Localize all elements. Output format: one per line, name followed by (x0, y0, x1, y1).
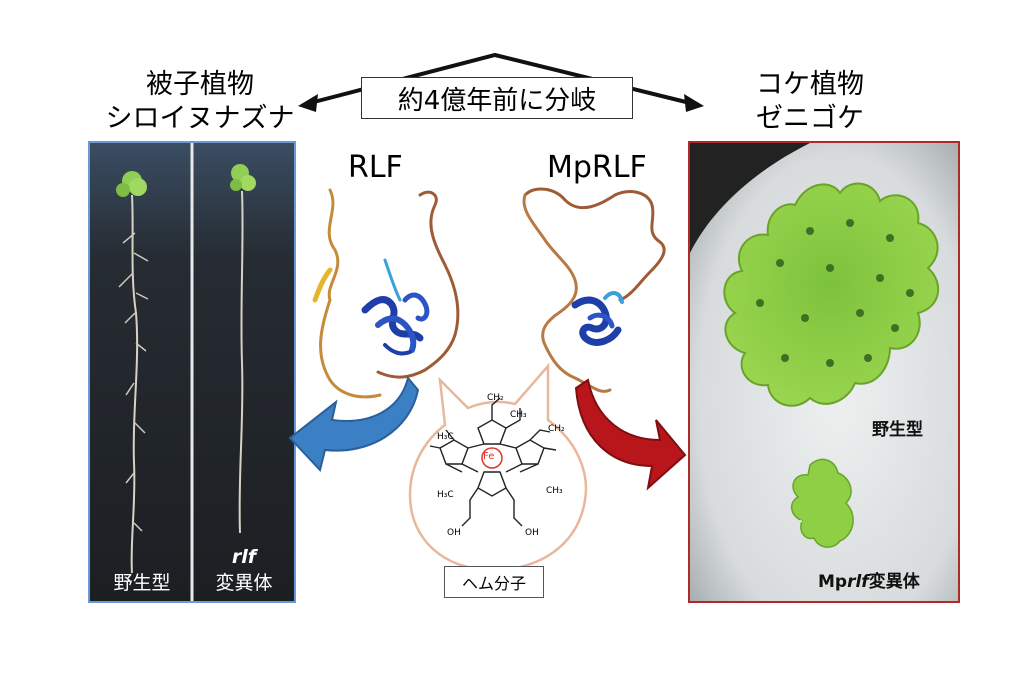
oh-label-2: OH (525, 528, 539, 538)
wildtype-seedling (116, 171, 149, 574)
porphyrin-structure (429, 397, 557, 527)
ch2-label-2: CH₂ (548, 424, 565, 434)
mutant-gene: rlf (847, 572, 869, 592)
arabidopsis-wildtype-caption: 野生型 (113, 572, 171, 594)
rlf-arrow (288, 375, 420, 473)
mprlf-label: MpRLF (547, 150, 647, 185)
mutant-thallus (790, 458, 854, 548)
heme-bubble (408, 362, 588, 572)
mprlf-arrow (574, 378, 687, 491)
angiosperm-label: 被子植物 (146, 69, 254, 100)
oh-label-1: OH (447, 528, 461, 538)
ch3-label-1: CH₃ (510, 410, 527, 420)
mutant-seedling (230, 164, 256, 534)
marchantia-wildtype-caption: 野生型 (872, 420, 923, 440)
seedling-illustration (90, 143, 294, 601)
marchantia-mutant-caption: Mprlf変異体 (818, 567, 920, 592)
mutant-prefix: Mp (818, 572, 848, 592)
divergence-box: 約4億年前に分岐 (361, 77, 633, 119)
gemma-cups (756, 219, 914, 367)
ch2-label-1: CH₂ (487, 393, 504, 403)
marchantia-label: ゼニゴケ (756, 103, 864, 134)
h3c-label-2: H₃C (437, 490, 454, 500)
heme-label-box: ヘム分子 (444, 566, 544, 598)
thallus-illustration (690, 143, 958, 601)
arabidopsis-label: シロイヌナズナ (105, 103, 295, 134)
fe-center (481, 447, 503, 469)
rlf-label: RLF (348, 150, 403, 185)
h3c-label-1: H₃C (437, 432, 454, 442)
wildtype-thallus (723, 182, 940, 407)
rlf-structure (312, 188, 460, 399)
arabidopsis-mutant-gene: rlf (231, 546, 257, 568)
arabidopsis-mutant-caption: 変異体 (215, 572, 273, 594)
mprlf-structure (522, 187, 666, 393)
fe-label: Fe (483, 451, 495, 462)
marchantia-photo: 野生型 Mprlf変異体 (688, 141, 960, 603)
mutant-suffix: 変異体 (868, 572, 920, 592)
bryophyte-label: コケ植物 (756, 69, 864, 100)
arabidopsis-photo: 野生型 rlf 変異体 (88, 141, 296, 603)
ch3-label-2: CH₃ (546, 486, 563, 496)
